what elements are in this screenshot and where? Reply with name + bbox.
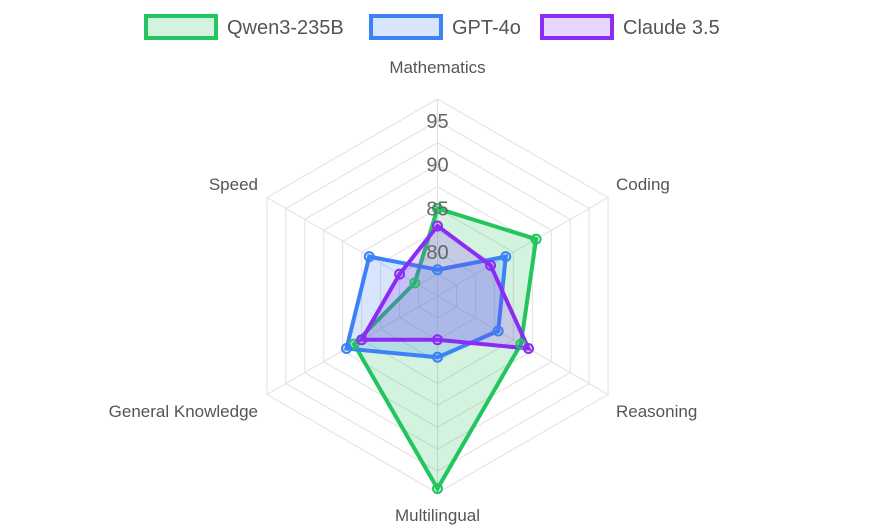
axis-label-reasoning: Reasoning (616, 402, 697, 421)
data-point-claude-3-5-general-knowledge[interactable] (356, 334, 368, 346)
data-point-qwen3-235b-coding[interactable] (530, 233, 542, 245)
series-area-gpt-4o (344, 254, 509, 360)
tick-label: 85 (426, 198, 448, 220)
data-point-claude-3-5-mathematics[interactable] (432, 220, 443, 232)
series-area-qwen3-235b (351, 205, 539, 493)
axis-label-speed: Speed (209, 175, 258, 194)
legend-swatch-qwen3-235b[interactable] (144, 14, 218, 40)
legend-swatch-gpt-4o[interactable] (369, 14, 443, 40)
legend-label-qwen3-235b[interactable]: Qwen3-235B (227, 17, 344, 39)
radial-ticks: 80 85 90 95 (426, 111, 448, 264)
legend-swatch-claude-3-5[interactable] (540, 14, 614, 40)
axis-label-general-knowledge: General Knowledge (109, 402, 258, 421)
data-point-claude-3-5-reasoning[interactable] (522, 343, 534, 355)
data-point-gpt-4o-reasoning[interactable] (492, 325, 504, 337)
grid-spoke (266, 197, 438, 297)
axis-label-coding: Coding (616, 175, 670, 194)
grid-spoke (266, 295, 438, 395)
data-point-qwen3-235b-mathematics[interactable] (432, 202, 443, 214)
grid-spoke (437, 197, 609, 297)
axis-label-multilingual: Multilingual (395, 506, 480, 525)
tick-label: 90 (426, 155, 448, 177)
data-point-claude-3-5-coding[interactable] (485, 259, 497, 271)
data-point-gpt-4o-speed[interactable] (363, 251, 375, 263)
data-point-gpt-4o-multilingual[interactable] (432, 351, 443, 363)
radar-series (341, 202, 542, 495)
legend-label-claude-3-5[interactable]: Claude 3.5 (623, 17, 720, 39)
axis-label-mathematics: Mathematics (389, 58, 485, 77)
data-point-qwen3-235b-speed[interactable] (409, 277, 421, 289)
data-point-gpt-4o-general-knowledge[interactable] (341, 343, 353, 355)
series-area-claude-3-5 (358, 223, 532, 351)
data-point-qwen3-235b-multilingual[interactable] (432, 483, 443, 495)
data-point-claude-3-5-multilingual[interactable] (432, 334, 443, 346)
legend-label-gpt-4o[interactable]: GPT-4o (452, 17, 521, 39)
data-point-gpt-4o-mathematics[interactable] (432, 264, 443, 276)
tick-label: 95 (426, 111, 448, 133)
data-point-gpt-4o-coding[interactable] (500, 251, 512, 263)
grid-spoke (437, 295, 609, 395)
data-point-claude-3-5-speed[interactable] (394, 268, 406, 280)
tick-label: 80 (426, 242, 448, 264)
legend: Qwen3-235B GPT-4o Claude 3.5 (144, 14, 720, 40)
